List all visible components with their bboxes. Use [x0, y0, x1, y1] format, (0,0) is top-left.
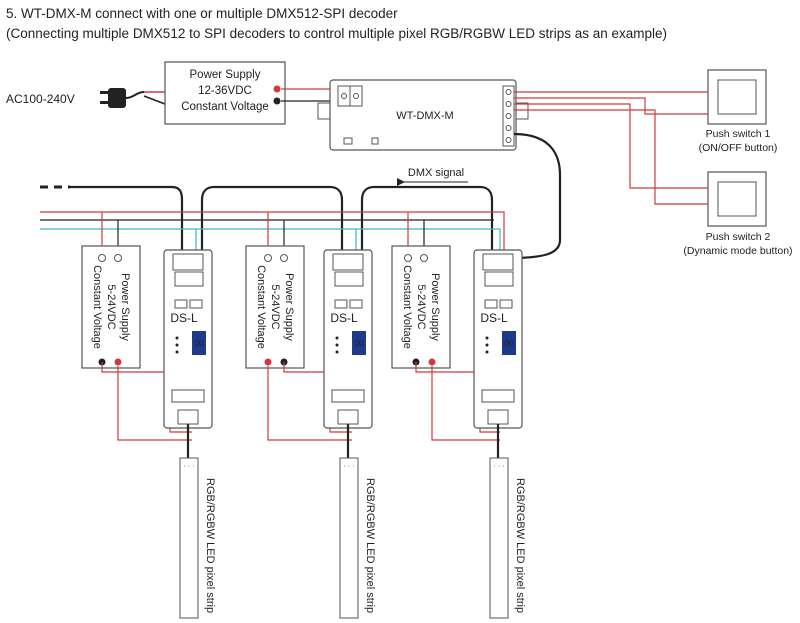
dmx-cable-in-1 [70, 185, 184, 258]
switch1-sublabel: (ON/OFF button) [699, 142, 778, 154]
decoder-ds-l-3: DS-L 00 [473, 249, 523, 429]
svg-text:· · ·: · · · [494, 463, 505, 470]
wt-dmx-m-controller: WT-DMX-M [317, 79, 529, 151]
main-psu-line3: Constant Voltage [181, 101, 269, 113]
strip-3-label: RGB/RGBW LED pixel strip [514, 478, 526, 613]
svg-text:Constant Voltage: Constant Voltage [255, 265, 267, 349]
svg-text:5-24VDC: 5-24VDC [269, 284, 281, 329]
page-subtitle: (Connecting multiple DMX512 to SPI decod… [6, 26, 668, 41]
decoder-1-label: DS-L [170, 311, 198, 325]
decoder-psu-1: Power Supply 5-24VDC Constant Voltage [81, 245, 141, 369]
page-title: 5. WT-DMX-M connect with one or multiple… [6, 6, 398, 21]
svg-text:· · ·: · · · [344, 463, 355, 470]
dmx-cable-2-3 [360, 185, 494, 258]
push-switch-2[interactable] [707, 171, 767, 227]
svg-text:Constant Voltage: Constant Voltage [401, 265, 413, 349]
led-strip-3: · · · RGB/RGBW LED pixel strip [489, 457, 526, 619]
svg-text:5-24VDC: 5-24VDC [415, 284, 427, 329]
svg-text:Power Supply: Power Supply [429, 273, 441, 341]
controller-label: WT-DMX-M [396, 110, 453, 122]
switch2-wire-b [514, 109, 710, 205]
main-psu-line2: 12-36VDC [198, 85, 252, 97]
decoder-ds-l-2: DS-L 00 [323, 249, 373, 429]
switch1-wire-b [514, 97, 710, 115]
strip-1-label: RGB/RGBW LED pixel strip [204, 478, 216, 613]
power-trunk-red [40, 211, 505, 258]
led-strip-1: · · · RGB/RGBW LED pixel strip [179, 457, 216, 619]
switch1-label: Push switch 1 [706, 128, 771, 140]
switch2-sublabel: (Dynamic mode button) [683, 245, 792, 257]
signal-trunk-cyan [40, 228, 501, 258]
dmx-cable-controller [512, 132, 562, 260]
main-power-supply: Power Supply 12-36VDC Constant Voltage [164, 61, 286, 125]
decoder-1-display: 00 [195, 339, 204, 348]
dmx-signal-label: DMX signal [408, 167, 464, 179]
decoder-ds-l-1: DS-L 00 [163, 249, 213, 429]
svg-text:5-24VDC: 5-24VDC [105, 284, 117, 329]
decoder-psu-2: Power Supply 5-24VDC Constant Voltage [245, 245, 305, 369]
push-switch-1[interactable] [707, 69, 767, 125]
svg-text:· · ·: · · · [184, 463, 195, 470]
decoder-3-display: 00 [505, 339, 514, 348]
dmx-cable-1-2 [200, 185, 344, 258]
switch2-wire-a [514, 103, 710, 189]
switch2-label: Push switch 2 [706, 231, 771, 243]
decoder-3-label: DS-L [480, 311, 508, 325]
decoder-2-display: 00 [355, 339, 364, 348]
svg-text:Constant Voltage: Constant Voltage [91, 265, 103, 349]
main-psu-line1: Power Supply [190, 69, 261, 81]
decoder-psu-3: Power Supply 5-24VDC Constant Voltage [391, 245, 451, 369]
led-strip-2: · · · RGB/RGBW LED pixel strip [339, 457, 376, 619]
svg-text:Power Supply: Power Supply [119, 273, 131, 341]
strip-2-label: RGB/RGBW LED pixel strip [364, 478, 376, 613]
svg-text:Power Supply: Power Supply [283, 273, 295, 341]
mains-label: AC100-240V [6, 92, 75, 106]
mains-plug [100, 88, 166, 108]
decoder-2-label: DS-L [330, 311, 358, 325]
